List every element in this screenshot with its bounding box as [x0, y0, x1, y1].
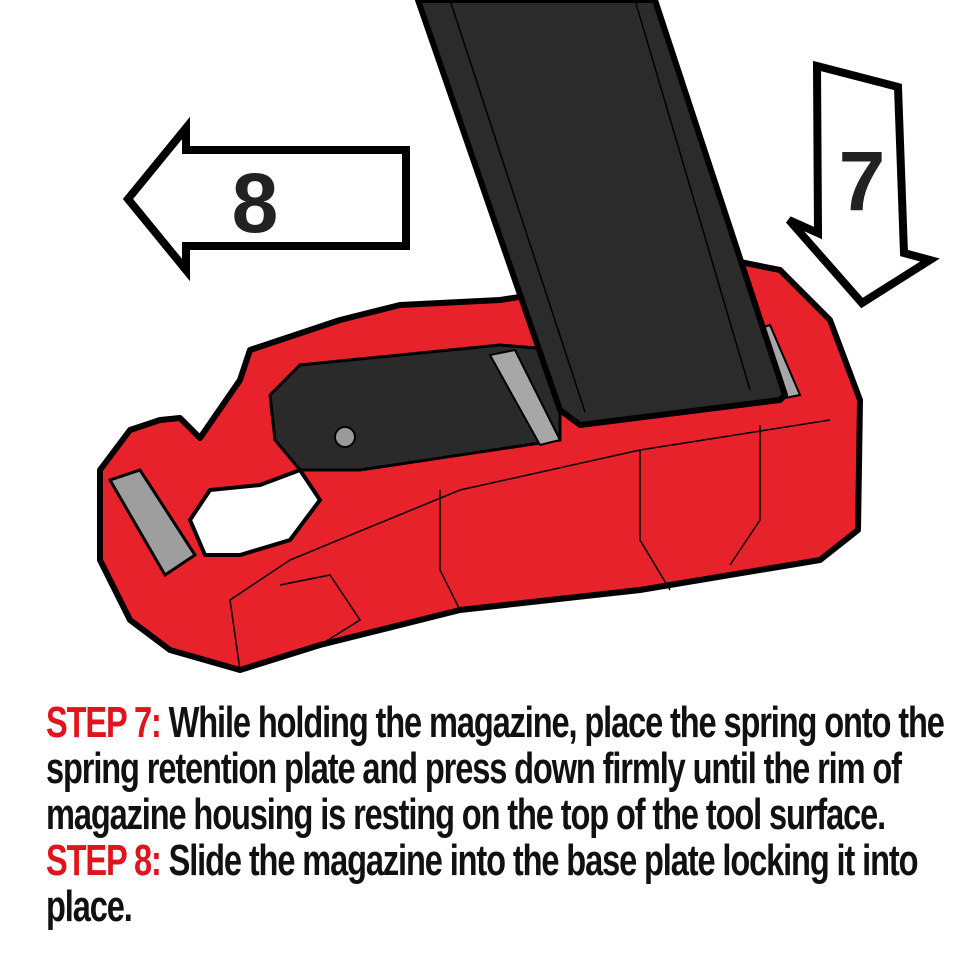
- step-8-text: Slide the magazine into the base plate l…: [46, 836, 918, 931]
- arrow-left-step-8-icon: 8: [122, 116, 410, 282]
- magazine-tool-illustration: 8 7: [97, 0, 940, 673]
- instruction-caption: STEP 7: While holding the magazine, plac…: [46, 700, 964, 930]
- magazine: [415, 0, 788, 428]
- retention-button-icon: [334, 426, 356, 448]
- arrow-7-label: 7: [839, 134, 886, 228]
- arrow-down-step-7-icon: 7: [785, 60, 940, 309]
- step-7-label: STEP 7:: [46, 698, 162, 747]
- step-7-text: While holding the magazine, place the sp…: [46, 698, 945, 839]
- step-8-label: STEP 8:: [46, 836, 162, 885]
- arrow-8-label: 8: [232, 156, 279, 250]
